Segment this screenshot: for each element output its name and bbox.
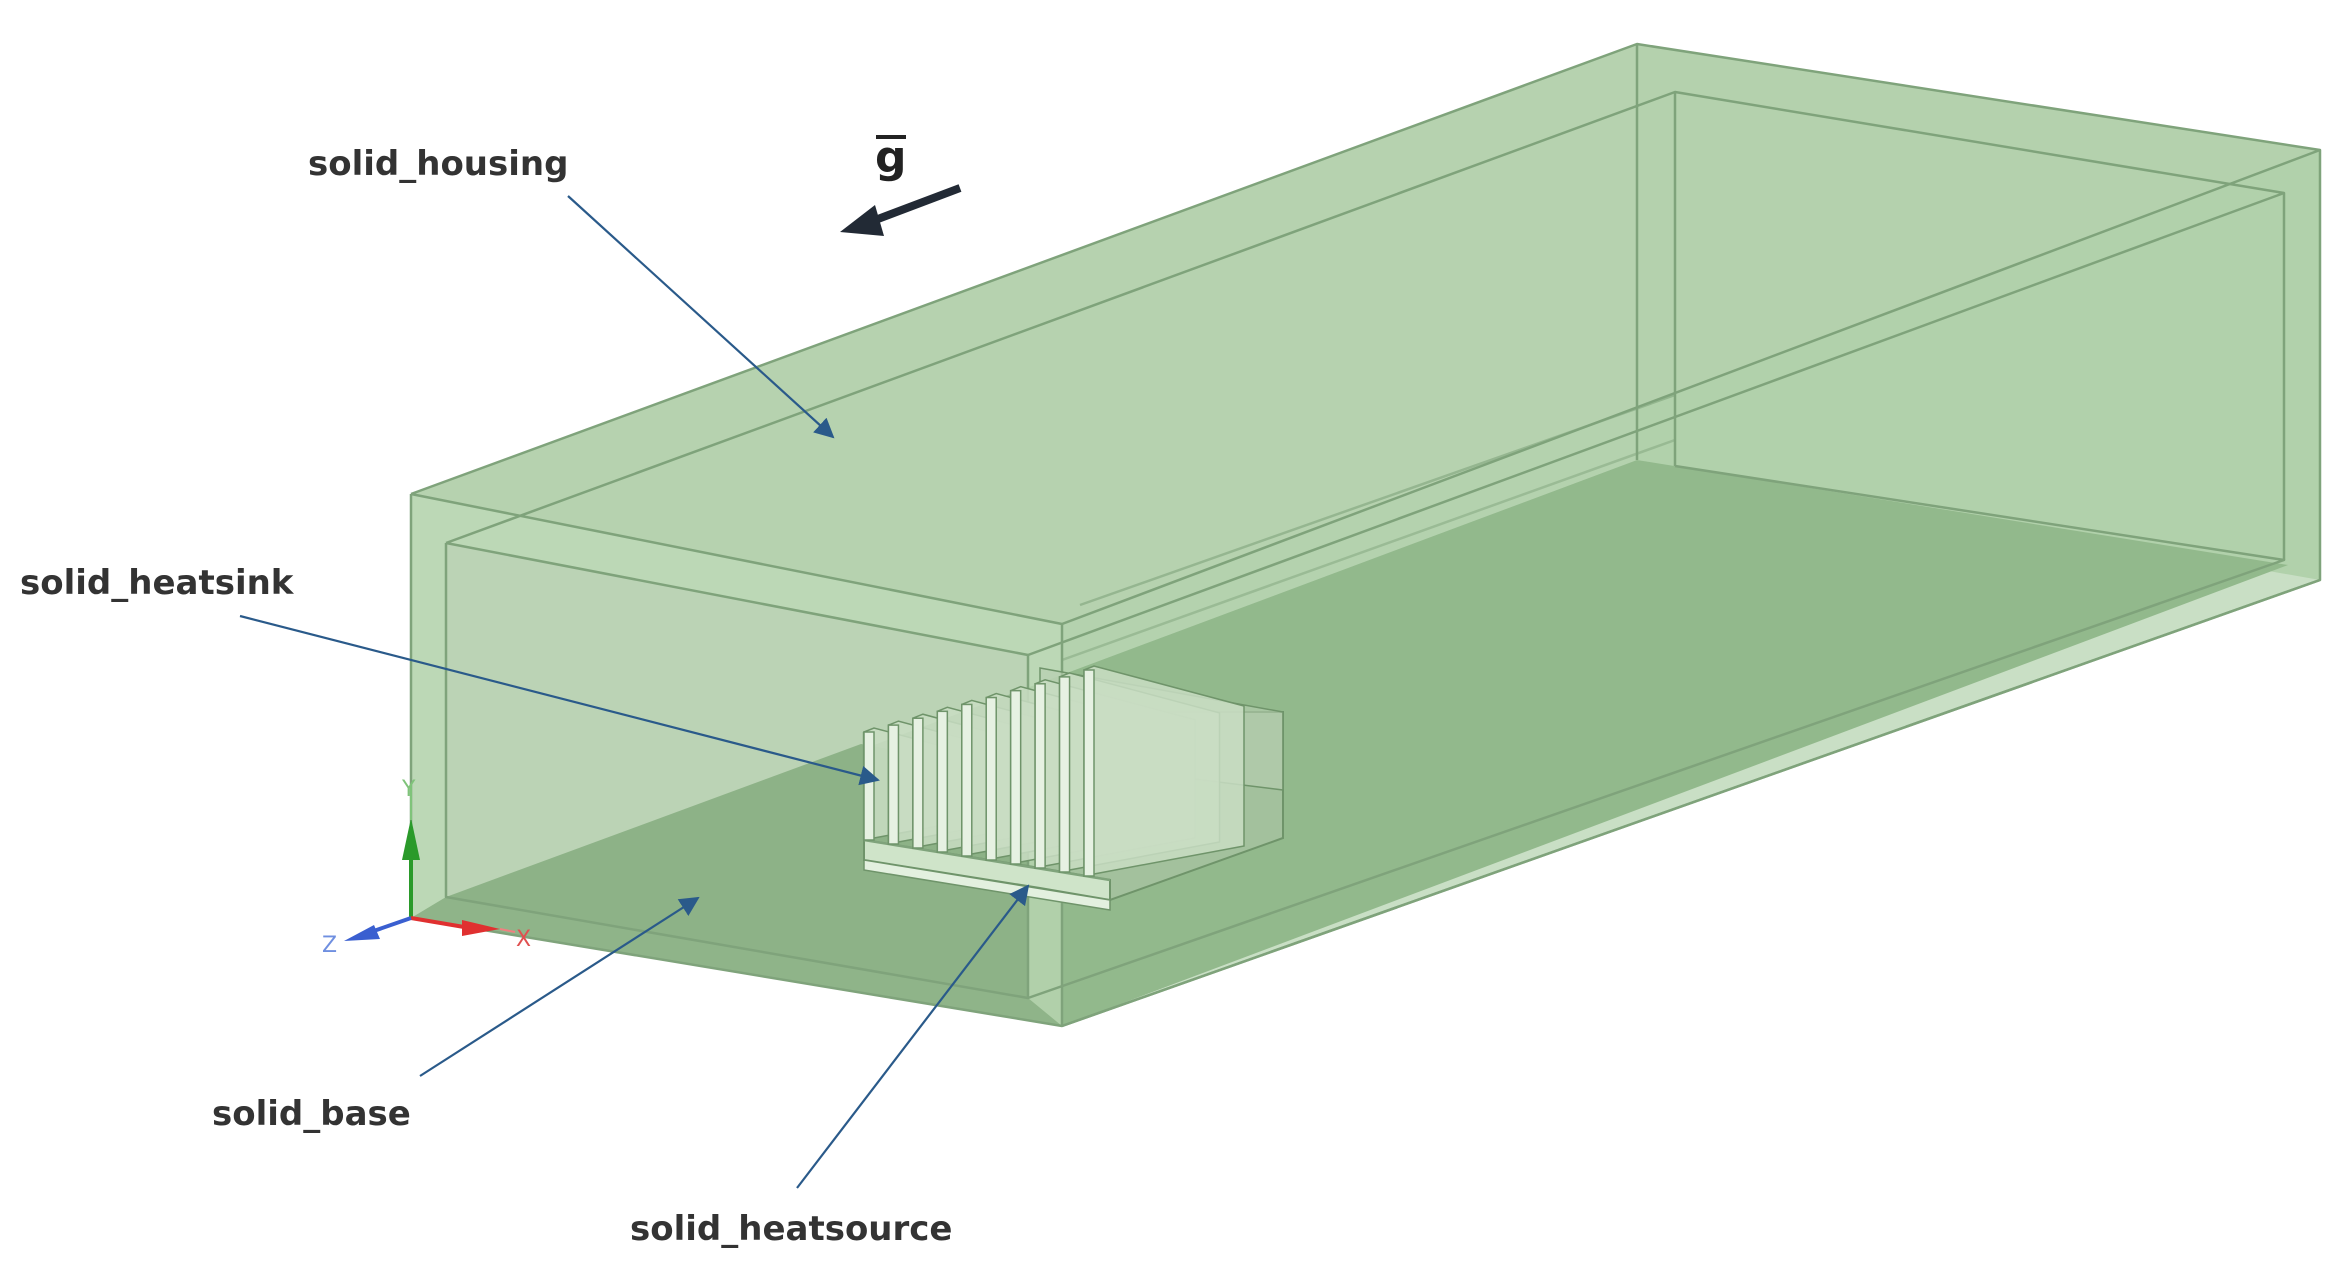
z-axis-label: Z [322, 933, 337, 958]
solid-base-front [411, 897, 1062, 1026]
label-solid-heatsource: solid_heatsource [630, 1209, 953, 1249]
gravity-symbol: g [875, 132, 907, 183]
housing-top-face [411, 44, 2320, 624]
housing-front-frame [411, 494, 1062, 1026]
heatsink-fins [863, 665, 1245, 877]
heatsink-fin-front [863, 731, 875, 841]
heatsink-fin-front [1058, 676, 1071, 873]
heatsink-fin-front [887, 724, 900, 845]
heatsink-fin-front [985, 696, 997, 861]
solid-heatsink-body [862, 665, 1284, 911]
heatsink-fin-front [1083, 669, 1095, 877]
heatsink-fin-front [961, 703, 973, 857]
heatsink-fin-front [912, 717, 924, 849]
label-solid-housing: solid_housing [308, 144, 568, 184]
label-solid-heatsink: solid_heatsink [20, 563, 295, 603]
housing-right-face [1062, 150, 2320, 1026]
leader-heatsource [796, 884, 1030, 1189]
leader-housing [567, 195, 835, 439]
x-axis-arrow-icon [462, 920, 500, 936]
gravity-arrow-icon [840, 205, 884, 236]
heatsink-fin-front [1009, 689, 1022, 865]
heatsink-fin-front [936, 710, 949, 853]
y-axis-arrow-icon [402, 818, 420, 860]
label-solid-base: solid_base [212, 1094, 411, 1134]
x-axis-label: X [516, 927, 531, 952]
leader-heatsink [239, 614, 880, 786]
z-axis-arrow-icon [344, 925, 380, 941]
leader-lines [239, 195, 1030, 1189]
heatsink-fin-front [1034, 683, 1046, 869]
solid-housing-body [409, 42, 2322, 1028]
axis-triad: Y X Z [322, 777, 531, 958]
gravity-indicator: g [840, 132, 962, 236]
leader-base [419, 896, 700, 1077]
y-axis-label: Y [401, 777, 416, 802]
